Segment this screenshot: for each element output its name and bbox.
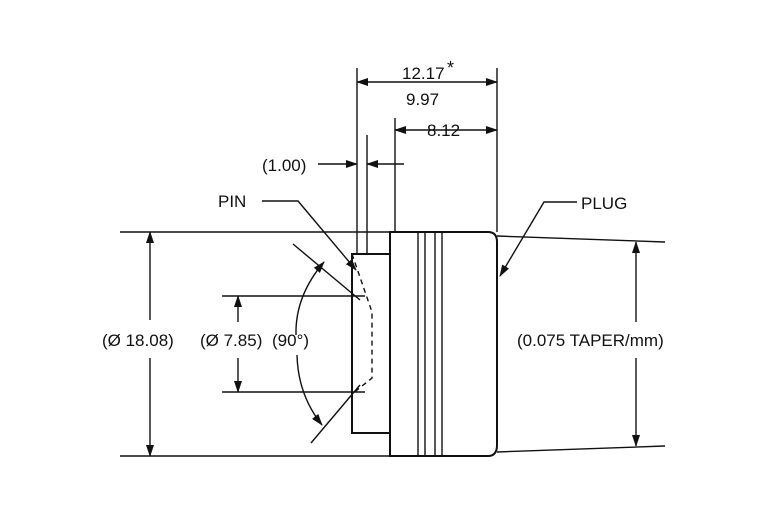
pin-diameter-label: (Ø 7.85): [200, 331, 262, 350]
plug-leader: [499, 201, 577, 277]
outer-diameter-label: (Ø 18.08): [102, 331, 174, 350]
extension-lines: [120, 68, 666, 457]
overall-length-marker: *: [447, 58, 454, 78]
angle-label: (90°): [272, 331, 309, 350]
dim-angle-arc: [295, 261, 325, 426]
gap-label: (1.00): [262, 156, 306, 175]
plug-callout: PLUG: [581, 194, 627, 213]
pin-leader: [262, 200, 357, 271]
plug-length-label: 8.12: [427, 121, 460, 140]
taper-label: (0.075 TAPER/mm): [517, 331, 664, 350]
pin-body: [351, 253, 391, 434]
length-alt-label: 9.97: [406, 90, 439, 109]
pin-hidden-outline: [351, 253, 373, 395]
plug-outline: [389, 231, 498, 457]
plug-body: [389, 231, 498, 457]
pin-callout: PIN: [218, 192, 246, 211]
overall-length-label: 12.17: [402, 64, 445, 83]
pin-flange: [351, 253, 391, 434]
